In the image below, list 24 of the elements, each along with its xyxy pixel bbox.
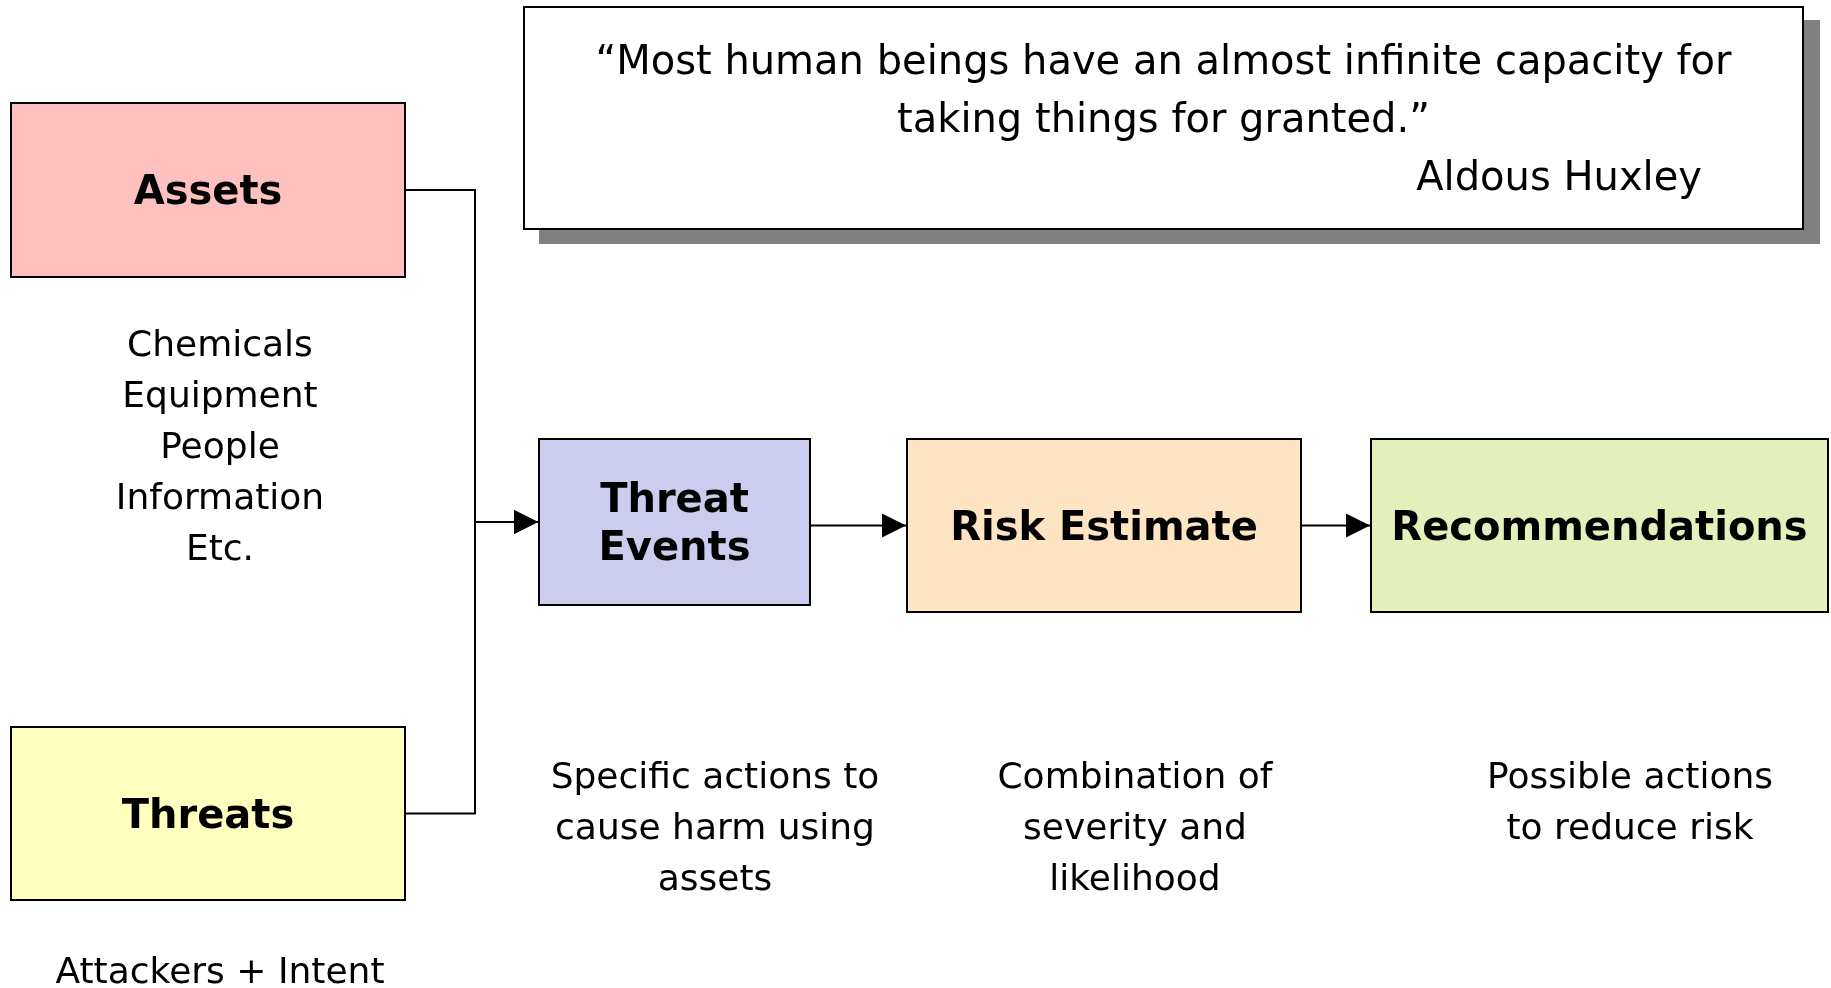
arrow [810, 513, 907, 538]
arrow [405, 510, 539, 815]
process-box [906, 438, 1302, 613]
process-box [10, 102, 406, 278]
process-box [1370, 438, 1829, 613]
node-label: Threats [121, 789, 295, 838]
caption-text: Etc. [184, 526, 256, 571]
caption-text: People [159, 424, 281, 469]
caption-text: Equipment [121, 373, 319, 418]
node-label: Threat Events [597, 474, 752, 570]
node-label: Risk Estimate [950, 501, 1258, 550]
caption-text: Specific actions to cause harm using assets [549, 754, 881, 901]
quote-text: “Most human beings have an almost infinite capacity for taking things for granted.” [594, 36, 1733, 143]
node-label: Assets [133, 166, 283, 214]
process-box [10, 726, 406, 901]
caption-text: Information [114, 475, 326, 520]
caption-text: Possible actions to reduce risk [1486, 754, 1774, 850]
caption-text: Attackers + Intent [54, 949, 386, 988]
caption-text: Chemicals [126, 322, 314, 366]
quote-author: Aldous Huxley [1416, 152, 1703, 201]
process-box [538, 438, 811, 606]
node-label: Recommendations [1391, 501, 1808, 550]
caption-text: Combination of severity and likelihood [996, 754, 1274, 901]
arrow [1301, 513, 1371, 538]
